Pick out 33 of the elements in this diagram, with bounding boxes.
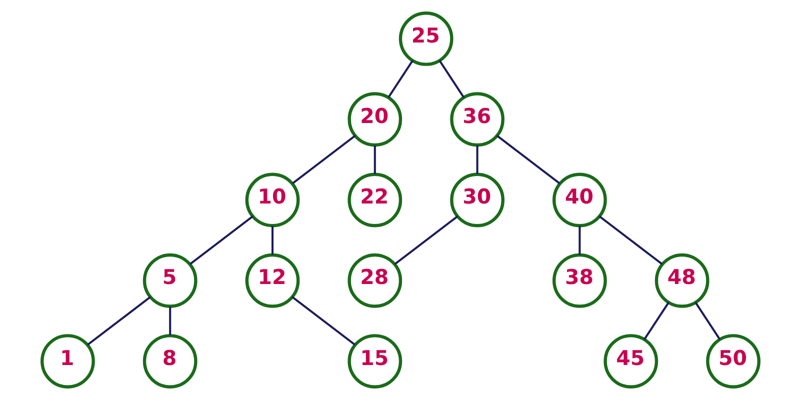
node-circle: 48 <box>654 253 709 308</box>
connector <box>168 306 171 336</box>
node-circle: 22 <box>347 172 402 228</box>
connector <box>476 145 478 174</box>
node-circle: 40 <box>552 172 606 228</box>
connector <box>270 226 274 255</box>
node-circle: 30 <box>450 172 504 228</box>
node-circle: 15 <box>347 334 402 388</box>
node-circle: 45 <box>603 334 658 388</box>
connector <box>394 216 458 265</box>
connector <box>694 302 720 340</box>
node-circle: 28 <box>347 253 402 308</box>
connector <box>496 134 560 184</box>
node-circle: 8 <box>142 334 197 388</box>
node-circle: 38 <box>552 253 606 308</box>
node-circle: 25 <box>398 12 453 66</box>
node-circle: 12 <box>244 253 300 308</box>
connector <box>291 134 356 184</box>
node-circle: 10 <box>244 172 300 228</box>
connector <box>438 60 464 98</box>
connector <box>373 145 376 174</box>
node-circle: 1 <box>40 334 94 388</box>
node-circle: 5 <box>142 253 197 308</box>
node-circle: 20 <box>347 92 402 147</box>
connector <box>387 60 413 98</box>
connector <box>578 226 580 255</box>
connector <box>189 216 253 265</box>
connector <box>86 296 150 346</box>
connector <box>598 216 662 265</box>
node-circle: 36 <box>450 92 504 147</box>
connector <box>643 302 669 340</box>
connector <box>291 296 355 346</box>
node-circle: 50 <box>706 334 760 388</box>
